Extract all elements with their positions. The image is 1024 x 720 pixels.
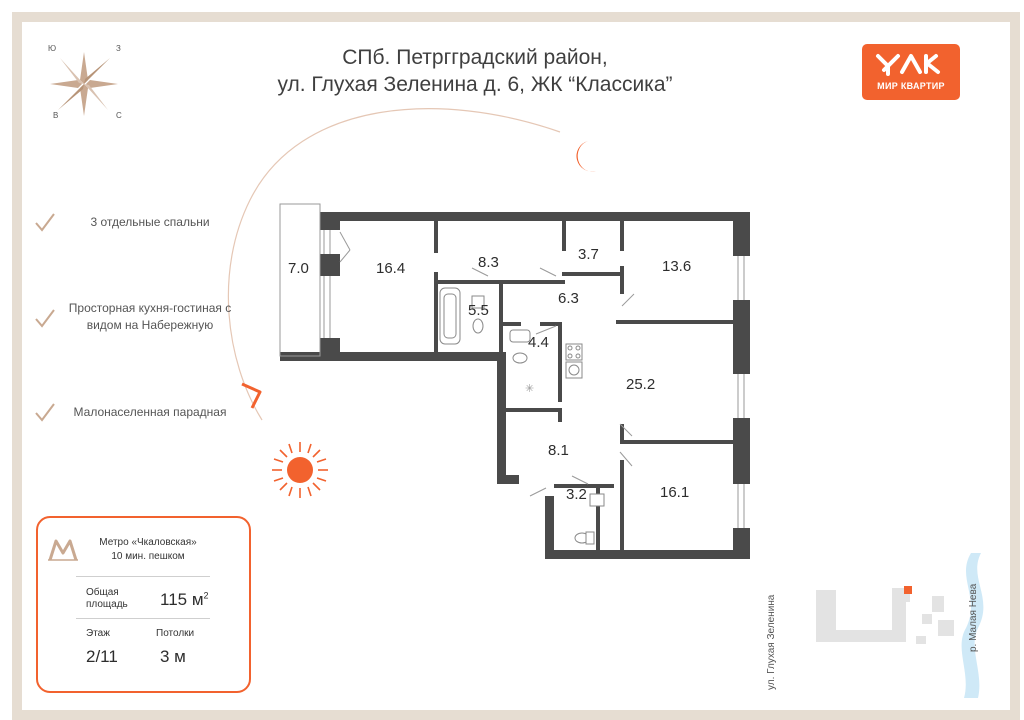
page-title: СПб. Петргградский район, ул. Глухая Зел… [250,44,700,98]
sun-icon [272,442,328,498]
room-area-label: 16.4 [376,260,406,277]
room-area-label: 4.4 [528,334,549,351]
compass-label-e: З [116,44,121,53]
room-area-label: 25.2 [626,376,656,393]
room-area-label: 3.7 [578,246,599,263]
metro-station: Метро «Чкаловская» [99,537,197,548]
metro-walk-time: 10 мин. пешком [111,551,185,562]
ceiling-label: Потолки [156,628,195,639]
room-area-label: 13.6 [662,258,692,275]
river-label: р. Малая Нева [968,583,979,652]
metro-icon [48,539,78,561]
area-label: Общая площадь [86,587,128,610]
brand-logo: МИР КВАРТИР [862,44,960,100]
compass-label-w: В [53,111,59,120]
compass-label-n: Ю [48,44,57,53]
address-line-2: ул. Глухая Зеленина д. 6, ЖК “Классика” [277,73,673,96]
area-number: 115 м [160,590,204,609]
feature-text: Просторная кухня-гостиная с видом на Наб… [68,301,232,332]
check-icon [35,213,55,232]
compass-label-s: С [116,111,122,120]
room-area-label: 8.3 [478,254,499,271]
room-area-label: 6.3 [558,290,579,307]
floor-label: Этаж [86,628,110,639]
address-line-1: СПб. Петргградский район, [342,46,608,69]
floor-value: 2/11 [86,647,118,666]
check-icon [35,403,55,422]
area-unit-sup: 2 [203,590,209,601]
divider [76,576,210,577]
brand-name: МИР КВАРТИР [877,81,945,91]
room-area-label: 8.1 [548,442,569,459]
check-icon [35,309,55,328]
street-label: ул. Глухая Зеленина [766,594,777,690]
room-area-label: 5.5 [468,302,489,319]
compass-rose-icon [50,52,118,116]
room-area-label: 16.1 [660,484,690,501]
svg-text:✳: ✳ [525,382,534,395]
room-area-label: 7.0 [288,260,309,277]
area-value: 115 м2 [160,590,209,610]
ceiling-value: 3 м [160,647,186,666]
location-minimap [816,553,984,698]
brand-mark-icon [876,54,940,76]
feature-text: Малонаселенная парадная [73,405,227,419]
feature-text: 3 отдельные спальни [90,215,210,229]
divider [76,618,210,619]
room-area-label: 3.2 [566,486,587,503]
